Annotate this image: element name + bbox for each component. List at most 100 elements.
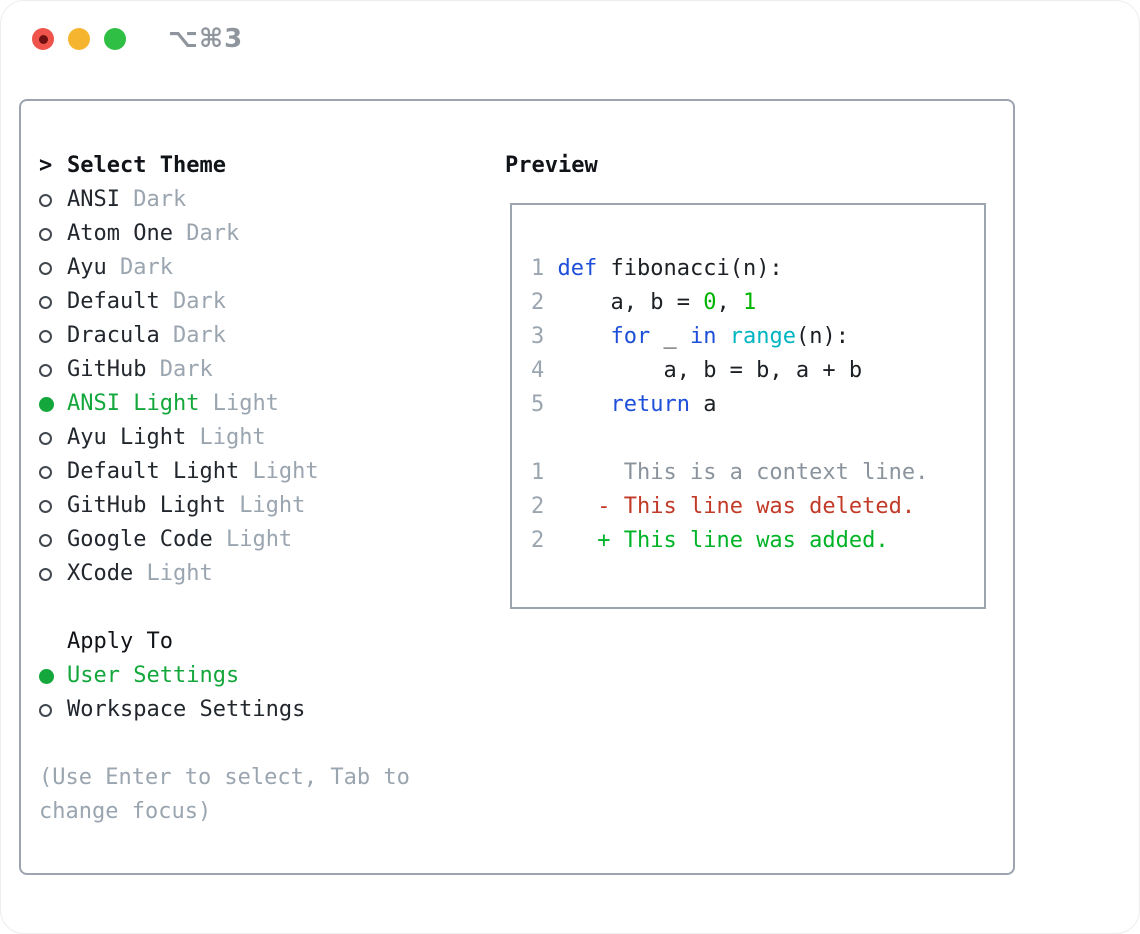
code-token: _ — [650, 324, 690, 349]
theme-option-variant-tag: Light — [252, 459, 319, 484]
apply-to-indent — [39, 625, 67, 659]
section-gap — [39, 591, 410, 625]
close-button[interactable] — [32, 28, 54, 50]
code-token: in — [689, 324, 717, 349]
theme-option[interactable]: Ayu Light Light — [39, 421, 410, 455]
line-number: 5 — [531, 392, 558, 417]
code-token: - This line was deleted. — [597, 494, 916, 519]
theme-option-variant-tag: Dark — [133, 187, 187, 212]
radio-unselected-icon — [39, 193, 52, 207]
code-token: for — [610, 324, 651, 349]
radio-marker — [39, 489, 67, 523]
radio-unselected-icon — [39, 227, 52, 241]
line-number: 3 — [531, 324, 558, 349]
code-token: 0 — [703, 290, 717, 315]
theme-option-variant-tag: Dark — [172, 323, 226, 348]
theme-list: ANSI Dark Atom One Dark Ayu Dark Default… — [39, 183, 410, 591]
theme-option[interactable]: Ayu Dark — [39, 251, 410, 285]
code-token — [558, 494, 598, 519]
code-token: (n): — [795, 324, 849, 349]
code-token — [558, 392, 611, 417]
code-token: range — [729, 324, 796, 349]
radio-marker — [39, 557, 67, 591]
preview-code-line: 5 return a — [531, 388, 984, 422]
select-theme-title: Select Theme — [67, 153, 226, 178]
theme-option[interactable]: GitHub Dark — [39, 353, 410, 387]
theme-option[interactable]: ANSI Light Light — [39, 387, 410, 421]
theme-option[interactable]: XCode Light — [39, 557, 410, 591]
line-number: 1 — [531, 460, 558, 485]
code-token: a, b = — [557, 290, 704, 315]
code-token: 1 — [742, 290, 757, 315]
radio-unselected-icon — [39, 533, 52, 547]
theme-option[interactable]: ANSI Dark — [39, 183, 410, 217]
theme-option[interactable]: Atom One Dark — [39, 217, 410, 251]
line-number: 2 — [531, 290, 558, 315]
theme-option-variant-tag: Dark — [159, 357, 213, 382]
radio-marker — [39, 183, 67, 217]
code-token — [716, 324, 729, 349]
apply-to-list: User Settings Workspace Settings — [39, 659, 410, 727]
radio-unselected-icon — [39, 499, 52, 513]
theme-option[interactable]: Google Code Light — [39, 523, 410, 557]
code-token: a, b = b, a + b — [557, 358, 863, 383]
selection-cursor: > — [39, 149, 67, 183]
preview-code-line: 4 a, b = b, a + b — [531, 354, 984, 388]
code-token: , — [716, 290, 743, 315]
radio-selected-icon — [39, 396, 54, 412]
radio-unselected-icon — [39, 329, 52, 343]
theme-option-label: Ayu Light — [67, 425, 200, 450]
preview-code-line: 2 + This line was added. — [531, 524, 984, 558]
radio-unselected-icon — [39, 567, 52, 581]
preview-title: Preview — [505, 153, 598, 178]
theme-picker-column: > Select Theme ANSI Dark Atom One Dark A… — [39, 149, 410, 829]
code-token: def — [557, 256, 598, 281]
apply-option[interactable]: Workspace Settings — [39, 693, 410, 727]
line-number: 2 — [531, 494, 558, 519]
close-button-dot-icon — [38, 34, 48, 44]
radio-marker — [39, 523, 67, 557]
hint-line-2: change focus) — [39, 799, 212, 824]
theme-option-variant-tag: Light — [225, 527, 293, 552]
theme-option-variant-tag: Light — [146, 561, 213, 586]
theme-option-variant-tag: Light — [239, 493, 306, 518]
theme-option-label: Ayu — [67, 255, 120, 280]
preview-code-line: 1 This is a context line. — [531, 456, 984, 490]
code-token: fibonacci(n): — [597, 256, 783, 281]
theme-option-label: GitHub — [67, 357, 160, 382]
code-token: a — [689, 392, 717, 417]
preview-code-line: 2 a, b = 0, 1 — [531, 286, 984, 320]
code-token — [558, 324, 611, 349]
theme-option-variant-tag: Light — [212, 391, 279, 416]
theme-option-variant-tag: Dark — [119, 255, 173, 280]
code-token: This is a context line. — [557, 460, 929, 485]
code-token — [558, 528, 598, 553]
theme-option-label: GitHub Light — [67, 493, 240, 518]
hint-line-1: (Use Enter to select, Tab to — [39, 765, 410, 790]
line-number: 1 — [531, 256, 558, 281]
theme-option[interactable]: Default Dark — [39, 285, 410, 319]
theme-option-label: Atom One — [67, 221, 187, 246]
radio-unselected-icon — [39, 465, 52, 479]
theme-option-variant-tag: Dark — [186, 221, 240, 246]
theme-option-label: Dracula — [67, 323, 173, 348]
radio-marker — [39, 319, 67, 353]
theme-option[interactable]: Dracula Dark — [39, 319, 410, 353]
window-shortcut-label: ⌥⌘3 — [168, 24, 244, 54]
apply-option[interactable]: User Settings — [39, 659, 410, 693]
radio-selected-icon — [39, 668, 54, 684]
preview-code-line: 2 - This line was deleted. — [531, 490, 984, 524]
hint-text: (Use Enter to select, Tab to change focu… — [39, 761, 410, 829]
theme-picker-panel: > Select Theme ANSI Dark Atom One Dark A… — [19, 99, 1015, 875]
theme-option-label: Google Code — [67, 527, 226, 552]
minimize-button[interactable] — [68, 28, 90, 50]
preview-blank-line — [531, 422, 984, 456]
theme-option[interactable]: Default Light Light — [39, 455, 410, 489]
select-theme-header: > Select Theme — [39, 149, 410, 183]
theme-option[interactable]: GitHub Light Light — [39, 489, 410, 523]
maximize-button[interactable] — [104, 28, 126, 50]
radio-unselected-icon — [39, 295, 52, 309]
theme-option-variant-tag: Dark — [172, 289, 226, 314]
theme-option-label: ANSI — [67, 187, 134, 212]
